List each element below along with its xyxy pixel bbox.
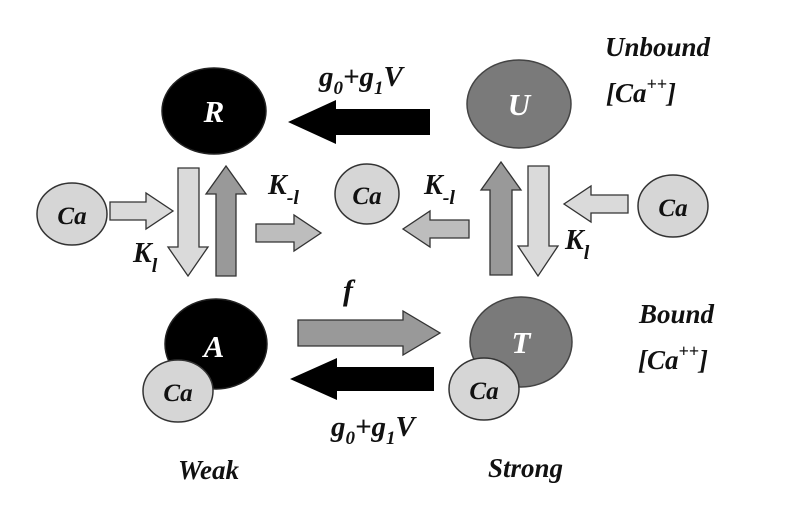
- rate-k-off-right: K-l: [423, 170, 455, 209]
- state-u: U: [466, 59, 572, 149]
- label-unbound: Unbound: [605, 32, 711, 62]
- label-strong: Strong: [488, 453, 563, 483]
- arrow-calcium-in-left: [109, 191, 175, 231]
- state-u-label: U: [508, 87, 532, 122]
- arrow-r-to-a: [166, 167, 210, 278]
- arrow-calcium-in-right: [562, 184, 629, 224]
- calcium-free-right: Ca: [637, 174, 709, 238]
- calcium-free-right-circle: [637, 174, 709, 238]
- state-r: R: [161, 67, 267, 155]
- arrow-t-to-a: [290, 358, 434, 400]
- state-t: T Ca: [448, 296, 573, 421]
- rate-k-on-right: Kl: [564, 225, 590, 264]
- calcium-bound-t-label: Ca: [469, 378, 498, 405]
- state-r-circle: [161, 67, 267, 155]
- arrow-t-to-u: [479, 160, 523, 276]
- calcium-bound-t-circle: [448, 357, 520, 421]
- calcium-free-center-circle: [334, 163, 400, 225]
- label-bound: Bound: [638, 299, 715, 329]
- arrow-calcium-out-right: [401, 209, 470, 249]
- rate-g-top: g0+g1V: [318, 61, 406, 99]
- calcium-free-left: Ca: [36, 182, 108, 246]
- state-u-circle: [466, 59, 572, 149]
- calcium-free-center: Ca: [334, 163, 400, 225]
- calcium-free-left-label: Ca: [57, 203, 86, 230]
- arrow-a-to-r: [204, 164, 248, 277]
- calcium-free-center-label: Ca: [352, 183, 381, 210]
- calcium-bound-a-label: Ca: [163, 380, 192, 407]
- arrow-u-to-t: [516, 165, 560, 278]
- arrow-a-to-t: [297, 309, 442, 357]
- calcium-bound-a-circle: [142, 359, 214, 423]
- calcium-free-left-circle: [36, 182, 108, 246]
- state-a: A Ca: [142, 298, 268, 423]
- arrow-calcium-out-left: [255, 213, 323, 253]
- rate-k-off-left: K-l: [267, 170, 299, 209]
- rate-f: f: [343, 274, 356, 307]
- label-weak: Weak: [178, 455, 239, 485]
- calcium-free-right-label: Ca: [658, 195, 687, 222]
- label-bound-calcium: [Ca++]: [638, 341, 708, 375]
- rate-g-bottom: g0+g1V: [330, 411, 418, 449]
- arrow-u-to-r: [288, 100, 430, 144]
- label-unbound-calcium: [Ca++]: [606, 74, 676, 108]
- state-r-label: R: [203, 94, 225, 129]
- rate-k-on-left: Kl: [132, 238, 158, 277]
- state-t-label: T: [512, 325, 532, 360]
- state-a-label: A: [202, 329, 225, 364]
